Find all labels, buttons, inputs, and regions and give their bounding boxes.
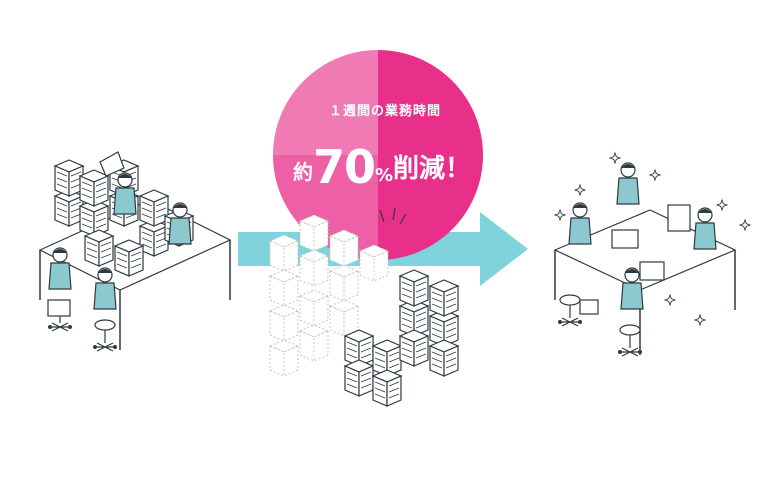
relaxed-office-illustration [553,152,751,357]
reduction-text: 約70%削減！ [262,140,502,194]
reduction-number: 70 [312,140,376,194]
busy-office-illustration [38,151,232,352]
percent-unit: % [374,165,394,186]
weekly-work-hours-label: １週間の業務時間 [328,104,441,119]
reduction-suffix: 削減！ [393,154,472,184]
approx-label: 約 [292,160,313,184]
